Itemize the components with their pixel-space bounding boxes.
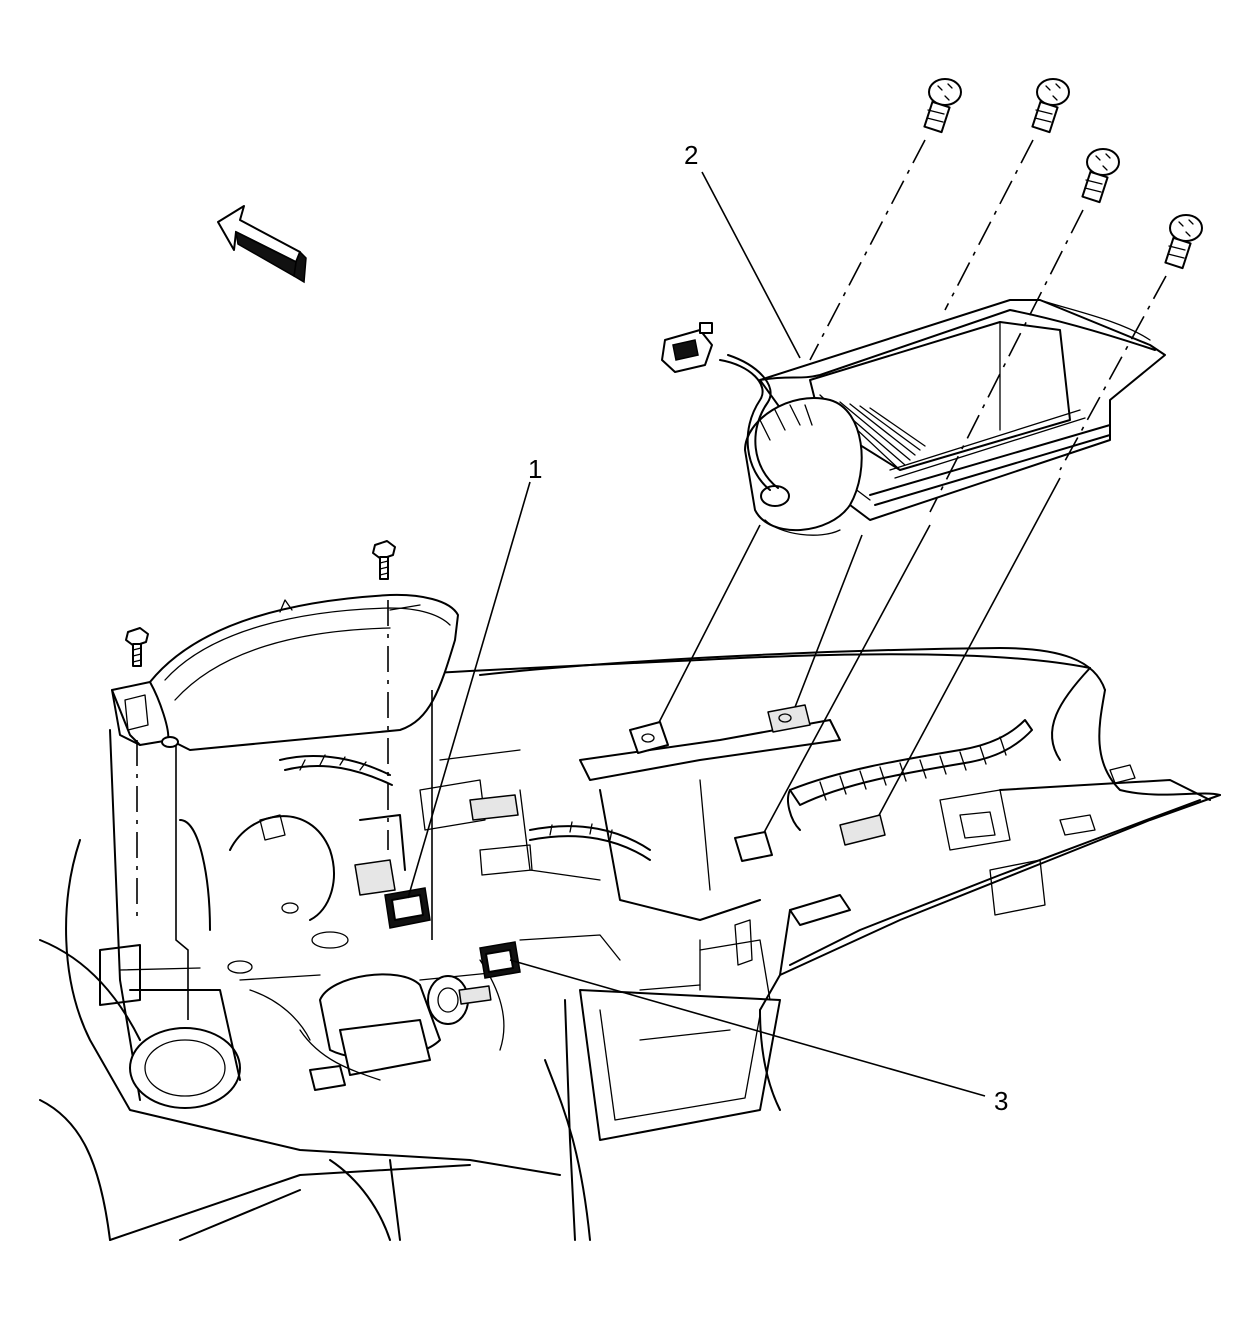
callout-1-label: 1 <box>528 454 542 484</box>
fastener-line-1 <box>809 139 926 361</box>
airbag-alignment-line-3 <box>759 524 931 841</box>
callout-3-leader <box>509 959 986 1097</box>
fastener-line-2 <box>944 139 1034 311</box>
airbag-fastener-4 <box>1164 214 1203 270</box>
cluster-bolt-left <box>125 627 149 667</box>
callout-2-leader <box>701 171 801 359</box>
airbag-module <box>661 299 1166 536</box>
carrier-mount-points <box>629 704 886 862</box>
airbag-fastener-2 <box>1031 78 1070 134</box>
airbag-fastener-3 <box>1081 148 1120 204</box>
fastener-line-4 <box>1059 275 1167 471</box>
airbag-fastener-1 <box>923 78 962 134</box>
airbag-alignment-line-4 <box>869 477 1061 833</box>
steering-column-assembly <box>239 959 505 1091</box>
left-air-vent <box>99 944 241 1109</box>
instrument-cluster <box>111 593 459 751</box>
fastener-line-3 <box>929 209 1084 513</box>
airbag-alignment-line-2 <box>789 534 863 721</box>
callout-1-leader <box>407 481 531 899</box>
airbag-alignment-line-1 <box>649 524 761 741</box>
cluster-alignment-line-lower <box>175 745 189 1020</box>
connector-1 <box>384 887 431 929</box>
wiring-harness <box>279 719 1033 861</box>
callout-3-label: 3 <box>994 1086 1008 1116</box>
callout-2-label: 2 <box>684 140 698 170</box>
cluster-opening <box>179 749 533 974</box>
connector-3 <box>479 941 521 979</box>
cluster-bolt-center <box>372 540 396 580</box>
front-direction-arrow-icon <box>217 205 307 284</box>
